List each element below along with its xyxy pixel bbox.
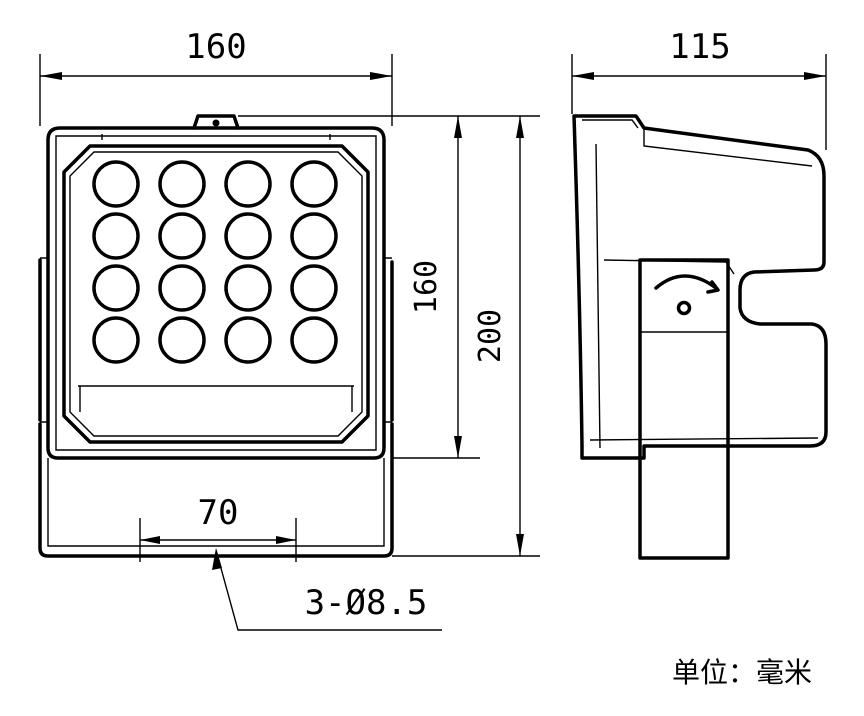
led-lens — [290, 212, 338, 260]
led-lens — [290, 316, 338, 364]
front-view — [38, 114, 394, 558]
led-lens — [224, 160, 272, 208]
unit-label: 单位：毫米 — [672, 656, 812, 689]
led-lens — [158, 212, 206, 260]
led-panel — [62, 144, 370, 444]
side-housing — [572, 114, 828, 460]
led-lens — [224, 264, 272, 312]
led-lens — [92, 160, 140, 208]
dim-holes: 3-Ø8.5 — [305, 583, 428, 623]
dim-side-depth: 115 — [669, 27, 730, 67]
rotate-icon — [654, 274, 718, 290]
dim-total-height: 200 — [473, 309, 508, 363]
led-lens — [224, 212, 272, 260]
led-lens — [92, 264, 140, 312]
led-lens — [92, 212, 140, 260]
mounting-bracket — [38, 422, 394, 558]
led-lens — [290, 160, 338, 208]
led-lens — [92, 316, 140, 364]
led-lens — [290, 264, 338, 312]
side-view — [572, 114, 828, 560]
dim-panel-height: 160 — [409, 260, 444, 314]
dim-front-width: 160 — [185, 27, 246, 67]
led-lens — [158, 160, 206, 208]
dimension-lines — [39, 54, 827, 631]
side-bracket — [638, 258, 730, 560]
led-grid — [92, 160, 338, 364]
led-lens — [158, 316, 206, 364]
front-housing — [46, 126, 386, 460]
led-lens — [224, 316, 272, 364]
led-lens — [158, 264, 206, 312]
dim-hole-spacing: 70 — [198, 493, 239, 533]
